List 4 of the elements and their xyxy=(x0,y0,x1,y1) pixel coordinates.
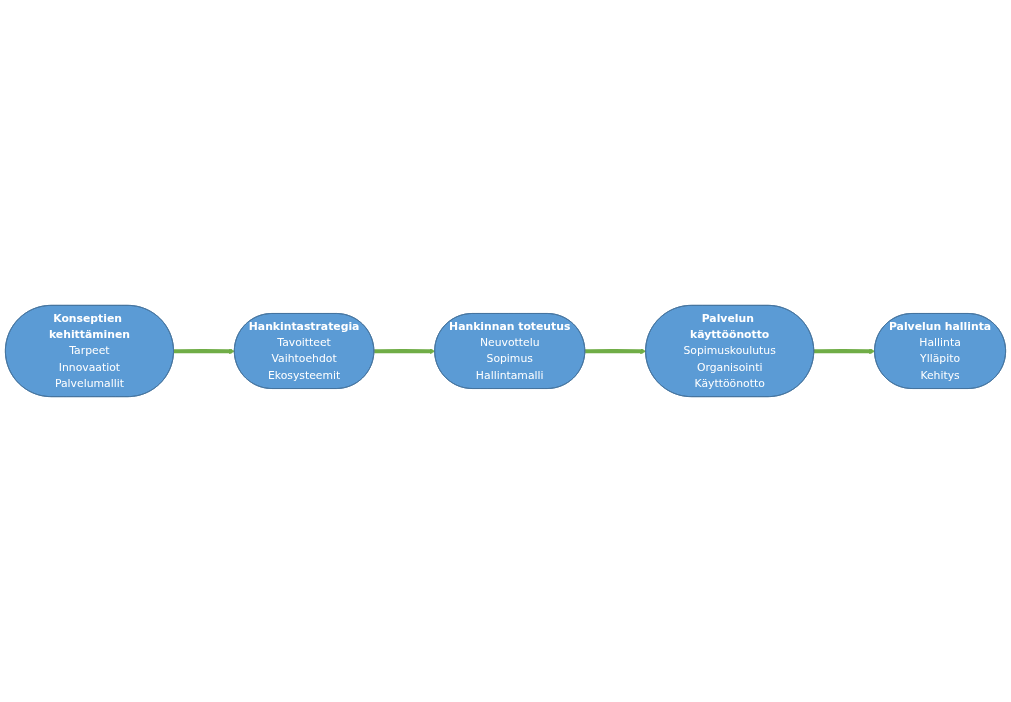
arrow xyxy=(374,348,436,355)
arrow xyxy=(173,348,235,355)
arrow xyxy=(814,348,876,355)
arrow xyxy=(585,348,647,355)
